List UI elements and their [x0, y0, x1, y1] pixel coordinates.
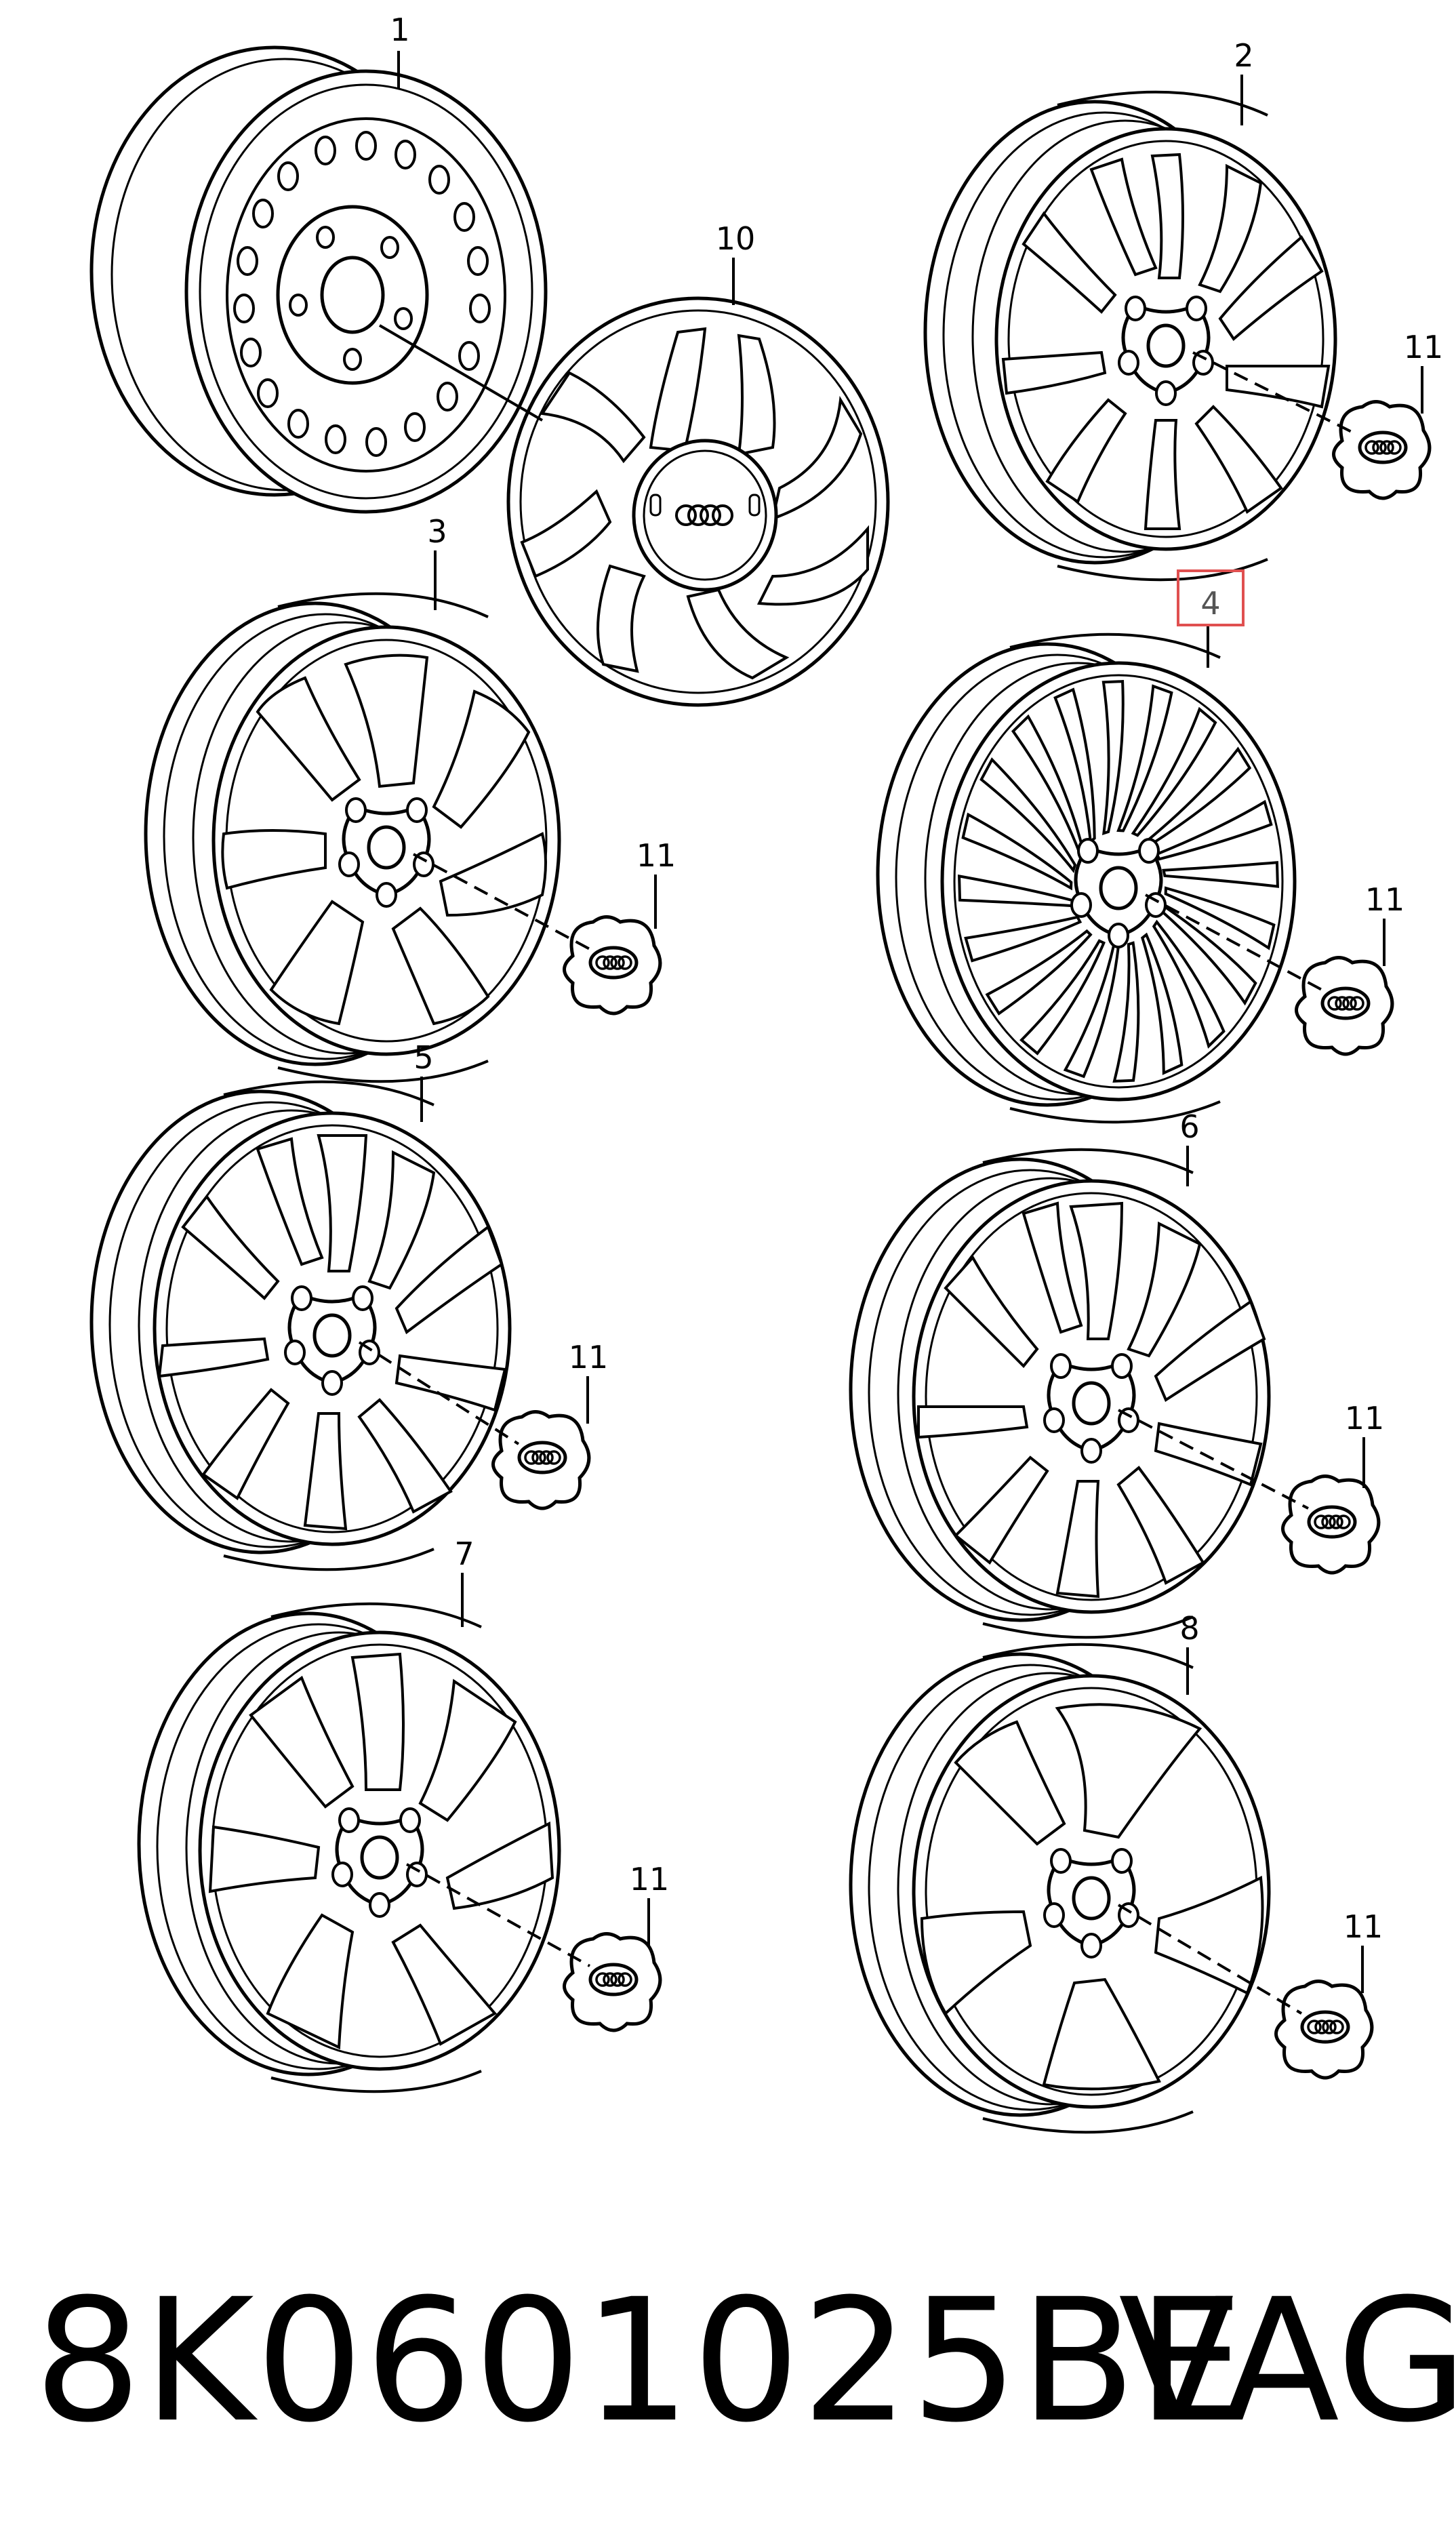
callout-4: 4 — [1200, 585, 1220, 622]
callout-11-e: 11 — [1345, 1400, 1385, 1437]
center-cap-5 — [493, 1412, 589, 1509]
wheel-4-spoke — [1152, 919, 1226, 1049]
callout-11-b: 11 — [636, 837, 676, 874]
wheel-4-spoke — [961, 812, 1073, 891]
hub-cap-10 — [506, 296, 890, 707]
callout-7: 7 — [454, 1535, 474, 1572]
center-cap-2 — [1334, 402, 1430, 499]
wheel-4-spoke — [1131, 706, 1217, 837]
wheel-4-spoke — [964, 915, 1083, 963]
part-number: 8K0601025BE — [34, 2262, 1246, 2459]
steel-wheel-1 — [89, 45, 548, 514]
wheel-4-spoke — [1011, 714, 1085, 858]
alloy-wheel-6 — [851, 1150, 1271, 1638]
callout-11-g: 11 — [1343, 1908, 1383, 1945]
callout-11-f: 11 — [630, 1861, 670, 1898]
wheel-4-spoke — [1140, 932, 1184, 1075]
callout-11-d: 11 — [569, 1339, 609, 1376]
wheel-4-spoke — [1019, 939, 1106, 1056]
wheel-4-spoke — [985, 929, 1093, 1016]
alloy-wheel-7 — [139, 1604, 561, 2092]
center-cap-8 — [1276, 1982, 1372, 2079]
callout-11-c: 11 — [1365, 881, 1405, 918]
callout-4-highlight-box — [1177, 569, 1245, 626]
wheel-4-spoke — [1112, 941, 1140, 1083]
center-cap-7 — [565, 1934, 660, 2031]
callout-3: 3 — [427, 513, 447, 550]
center-cap-3 — [565, 917, 660, 1014]
callout-10: 10 — [716, 220, 756, 257]
alloy-wheel-4 — [878, 635, 1297, 1123]
callout-11-a: 11 — [1404, 329, 1444, 365]
wheel-4-spoke — [979, 757, 1077, 873]
callout-8: 8 — [1179, 1610, 1199, 1647]
wheel-4-spoke — [1144, 746, 1252, 847]
alloy-wheel-8 — [851, 1645, 1271, 2133]
wheel-4-spoke — [1162, 861, 1279, 888]
callout-5: 5 — [413, 1039, 433, 1076]
center-cap-6 — [1283, 1477, 1379, 1573]
wheel-4-spoke — [1063, 944, 1120, 1079]
wheel-4-spoke — [1154, 799, 1273, 861]
center-cap-4 — [1297, 958, 1392, 1055]
wheel-4-spoke — [1160, 904, 1257, 1006]
callout-2: 2 — [1234, 37, 1253, 74]
wheel-4-spoke — [1116, 684, 1173, 832]
cap-leader-lines — [358, 324, 1356, 2015]
wheel-4-spoke — [1101, 680, 1125, 836]
wheel-4-spoke — [1164, 886, 1276, 950]
callout-6: 6 — [1179, 1108, 1199, 1145]
callout-1: 1 — [390, 12, 409, 48]
brand-name: VAG — [1118, 2262, 1456, 2459]
alloy-wheel-5 — [92, 1082, 512, 1570]
wheel-4-spoke — [1053, 687, 1096, 845]
wheel-4-spoke — [958, 874, 1075, 908]
callout-leaders — [397, 51, 1423, 1993]
alloy-wheel-2 — [925, 92, 1337, 580]
alloy-wheel-3 — [146, 594, 561, 1082]
